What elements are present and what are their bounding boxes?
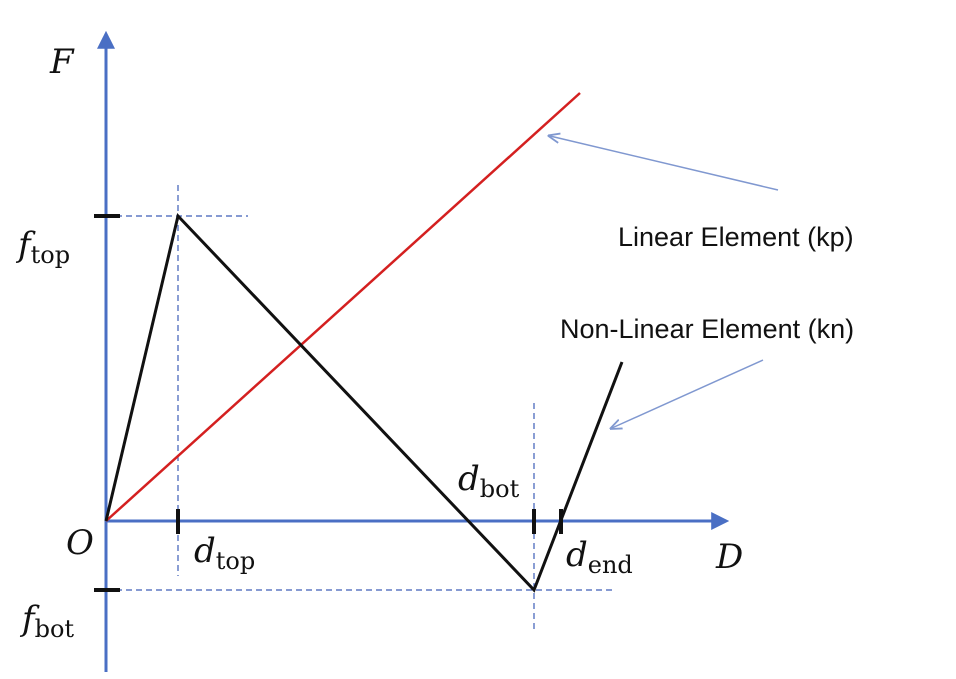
f-top-label: ftop <box>15 225 70 269</box>
d-end-label: dend <box>566 535 633 579</box>
nonlinear-callout-arrow <box>612 359 764 428</box>
y-axis-label: F <box>49 42 75 82</box>
x-axis-label: D <box>715 537 743 577</box>
nonlinear-element-callout: Non-Linear Element (kn) <box>560 314 854 344</box>
f-bot-label: fbot <box>19 599 74 643</box>
nonlinear-element-curve <box>104 212 624 593</box>
linear-element-callout: Linear Element (kp) <box>618 222 854 252</box>
linear-element-line <box>105 92 581 522</box>
origin-label: O <box>66 523 94 563</box>
tick-marks <box>94 214 563 592</box>
linear-callout-arrow <box>550 136 779 191</box>
d-bot-label: dbot <box>458 459 520 503</box>
d-top-label: dtop <box>194 531 255 575</box>
